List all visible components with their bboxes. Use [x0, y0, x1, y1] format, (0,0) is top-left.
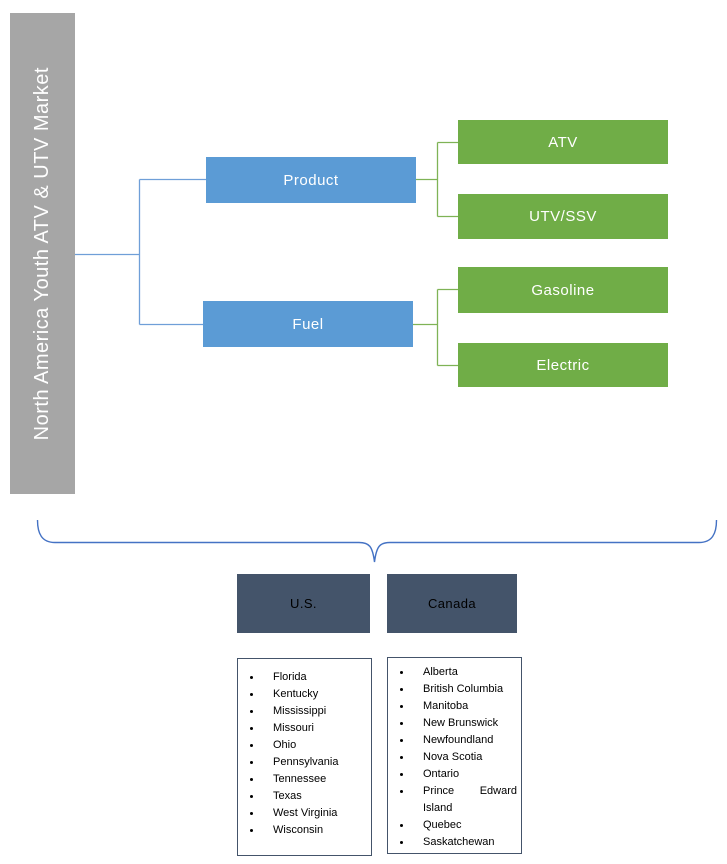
- tree-node-utv-ssv: UTV/SSV: [458, 194, 668, 239]
- list-item: Alberta: [388, 664, 517, 681]
- region-brace: [36, 519, 718, 563]
- tree-node-fuel: Fuel: [203, 301, 413, 347]
- fuel-children-connector-line: [413, 288, 458, 367]
- canada-provinces-list-box: Alberta British Columbia Manitoba New Br…: [387, 657, 522, 854]
- tree-node-product: Product: [206, 157, 416, 203]
- list-item: Prince Edward Island: [388, 783, 517, 817]
- list-item: New Brunswick: [388, 715, 517, 732]
- tree-node-atv: ATV: [458, 120, 668, 164]
- list-item: Tennessee: [238, 771, 367, 788]
- list-item: Nova Scotia: [388, 749, 517, 766]
- us-states-list-box: Florida Kentucky Mississippi Missouri Oh…: [237, 658, 372, 856]
- list-item: Manitoba: [388, 698, 517, 715]
- list-item: Wisconsin: [238, 822, 367, 839]
- list-item: Florida: [238, 669, 367, 686]
- list-item: Ohio: [238, 737, 367, 754]
- list-item: Kentucky: [238, 686, 367, 703]
- region-node-canada: Canada: [387, 574, 517, 633]
- list-item: Newfoundland: [388, 732, 517, 749]
- list-item: Ontario: [388, 766, 517, 783]
- product-children-connector-line: [416, 141, 458, 218]
- list-item: British Columbia: [388, 681, 517, 698]
- list-item: West Virginia: [238, 805, 367, 822]
- list-item: Missouri: [238, 720, 367, 737]
- canada-provinces-list: Alberta British Columbia Manitoba New Br…: [388, 658, 521, 851]
- tree-node-electric: Electric: [458, 343, 668, 387]
- tree-node-gasoline: Gasoline: [458, 267, 668, 313]
- us-states-list: Florida Kentucky Mississippi Missouri Oh…: [238, 659, 371, 839]
- region-node-us: U.S.: [237, 574, 370, 633]
- list-item: Saskatchewan: [388, 834, 517, 851]
- market-title-bar: North America Youth ATV & UTV Market: [10, 13, 75, 494]
- list-item: Quebec: [388, 817, 517, 834]
- list-item: Texas: [238, 788, 367, 805]
- list-item: Pennsylvania: [238, 754, 367, 771]
- level1-connector-line: [75, 178, 206, 326]
- list-item: Mississippi: [238, 703, 367, 720]
